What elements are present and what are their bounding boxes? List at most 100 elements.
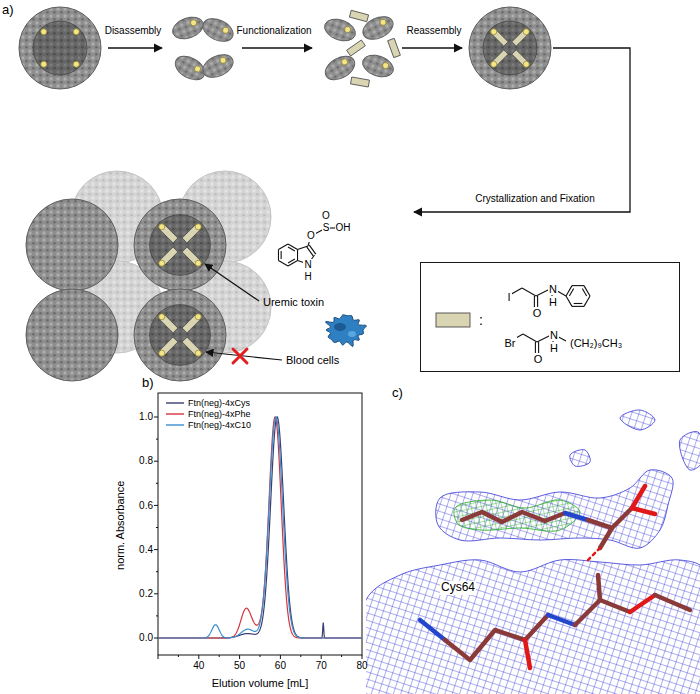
cysteine-site [340,58,348,66]
axis-tick [341,655,342,657]
cross-stroke [233,349,247,363]
cysteine-site [73,29,79,35]
cysteine-site [195,350,201,356]
panel-letter: c) [392,386,403,401]
density-map [366,410,700,694]
atom-stick [565,513,588,520]
cage-shell [134,199,226,291]
cage-shell [26,199,118,291]
reagent-legend-box: :IONHBrONH(CH₂)₉CH₃ [420,262,680,372]
atom-label: (CH₂)₉CH₃ [569,337,623,350]
axis-tick [154,638,158,639]
axis-tick [178,655,179,657]
ferritin-cage [26,289,118,381]
atom-label: O [321,210,331,222]
axis-tick [156,439,158,440]
cysteine-site [523,29,529,35]
cysteine-site [379,18,387,26]
payload-block [351,77,370,87]
ferritin-subunit [199,50,236,82]
chemical-bond [309,245,316,254]
legend-line-stroke [166,424,184,425]
axis-tick [154,417,158,418]
tick-label: 50 [234,660,245,672]
payload-group [347,10,401,87]
elution-curve [158,417,362,638]
chemical-bond [278,250,279,261]
chemical-bond [523,334,537,342]
tick-label: 80 [356,660,367,672]
axis-tick [156,483,158,484]
legend-text: Ftn(neg)-4xCys [188,398,250,408]
axis-tick [198,655,199,659]
elution-curve [158,417,362,638]
atom-label: N [548,283,558,296]
legend-text: Ftn(neg)-4xC10 [188,420,251,430]
cage-shell [134,289,226,381]
ferritin-subunit [322,15,359,45]
axis-tick [154,593,158,594]
step-label: Functionalization [236,25,311,37]
step-label: Disassembly [105,25,162,37]
tick-label: 0.2 [139,588,153,600]
cysteine-site [73,61,79,67]
axis-tick [321,655,322,659]
atom-label: S [322,222,331,234]
axis-tick [362,655,363,659]
axis-tick [280,655,281,659]
ferritin-cage [26,199,118,291]
cage-cavity [150,305,211,366]
chemical-bond [522,288,536,296]
atom-label: OH [335,222,352,234]
atom-label: H [303,271,312,283]
atom-stick [630,595,655,612]
ferritin-cage [134,289,226,381]
axis-tick [156,615,158,616]
tick-label: 70 [316,660,327,672]
chemical-bond [298,246,309,250]
density-mesh [679,432,700,471]
chemical-bond [297,250,298,261]
callout-label: Uremic toxin [263,296,324,309]
legend-line [166,410,184,418]
atom-stick [575,600,630,625]
ferritin-subunit [360,51,397,81]
chemical-bond [582,289,586,296]
cysteine-site [491,29,497,35]
atom-stick [598,575,600,600]
cysteine-site [222,26,230,34]
density-mesh [366,560,700,694]
axis-tick [154,461,158,462]
axis-title: norm. Absorbance [115,480,128,569]
atom-label: O [533,353,544,366]
chemical-bond [288,244,298,250]
atom-label: : [478,312,484,328]
atom-label: N [303,259,312,271]
chemical-bond [278,261,288,267]
atom-label: N [549,329,559,342]
chemical-bond [584,296,590,306]
chemical-bond [572,285,584,286]
atom-stick [420,620,445,640]
cage-cavity [150,215,211,276]
ferritin-cage [19,7,101,89]
axis-tick [300,655,301,657]
cysteine-site [159,260,165,266]
step-label: Reassembly [406,25,461,37]
axis-tick [260,655,261,657]
cysteine-site [159,314,165,320]
axis-tick [219,655,220,657]
density-mesh [570,450,591,467]
cysteine-site [195,260,201,266]
cysteine-site [382,62,390,70]
atom-label: H [548,296,558,309]
blood-cell-icon [325,315,366,347]
tick-label: 0.0 [139,632,153,644]
atom-label: O [532,307,543,320]
cage-shell [19,7,101,89]
payload-block [388,38,401,57]
process-arrow [242,47,312,48]
tick-label: 0.8 [139,455,153,467]
chemical-bond [584,286,590,296]
